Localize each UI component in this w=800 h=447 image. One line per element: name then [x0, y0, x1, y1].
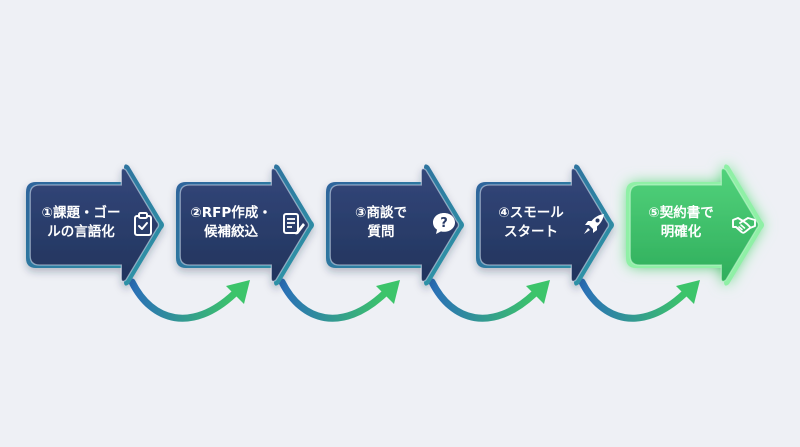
step-label-1: ①課題・ゴールの言語化 — [36, 204, 126, 242]
step-arrow-body-5 — [629, 168, 760, 282]
step-label-line2: スタート — [504, 224, 558, 240]
step-label-line1: ⑤契約書で — [648, 205, 714, 221]
step-label-line1: ③商談で — [355, 205, 407, 221]
connector-curve-2 — [278, 278, 388, 322]
clipboard-check-icon — [132, 212, 156, 240]
connector-curve-3 — [428, 278, 538, 322]
step-label-line2: ルの言語化 — [47, 224, 115, 240]
step-arrow-1 — [26, 164, 164, 286]
step-arrow-body-4 — [479, 168, 610, 282]
step-label-4: ④スモールスタート — [486, 204, 576, 242]
step-label-line1: ④スモール — [498, 205, 564, 221]
rocket-icon — [582, 212, 606, 240]
step-arrow-3 — [326, 164, 464, 286]
step-label-line2: 明確化 — [660, 224, 702, 240]
step-label-3: ③商談で質問 — [336, 204, 426, 242]
connector-arrowhead-1 — [226, 280, 250, 304]
handshake-icon — [732, 212, 756, 240]
step-label-line2: 質問 — [367, 224, 395, 240]
svg-text:?: ? — [440, 216, 448, 231]
step-label-line2: 候補絞込 — [204, 224, 258, 240]
question-bubble-icon: ? — [432, 212, 456, 240]
step-label-5: ⑤契約書で明確化 — [636, 204, 726, 242]
connector-arrowhead-4 — [676, 280, 700, 304]
connector-arrowhead-2 — [376, 280, 400, 304]
step-arrow-2 — [176, 164, 314, 286]
step-arrow-4 — [476, 164, 614, 286]
document-pen-icon — [282, 212, 306, 240]
step-label-2: ②RFP作成・候補絞込 — [186, 204, 276, 242]
step-label-line1: ②RFP作成・ — [190, 205, 272, 221]
step-arrow-body-2 — [179, 168, 310, 282]
step-arrow-body-1 — [29, 168, 160, 282]
step-arrow-body-3 — [329, 168, 460, 282]
connector-curve-4 — [578, 278, 688, 322]
connector-arrowhead-3 — [526, 280, 550, 304]
connector-curve-1 — [128, 278, 238, 322]
step-label-line1: ①課題・ゴー — [41, 205, 121, 221]
step-arrow-5 — [626, 164, 764, 286]
